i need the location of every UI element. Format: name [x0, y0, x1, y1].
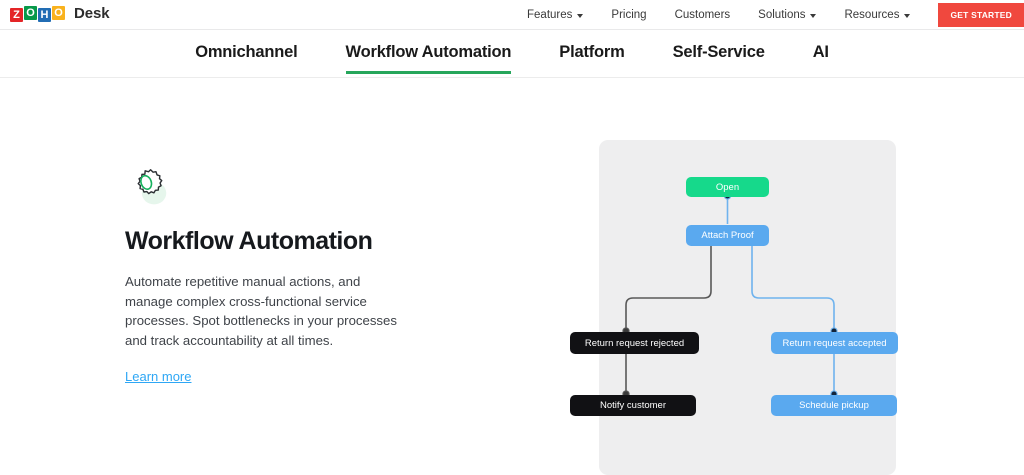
chevron-down-icon — [904, 14, 911, 18]
workflow-node-notify-customer[interactable]: Notify customer — [570, 395, 696, 416]
top-nav-items: Features Pricing Customers Solutions Res… — [527, 0, 1024, 30]
workflow-node-return-request-rejected[interactable]: Return request rejected — [570, 332, 699, 354]
workflow-node-attach-proof[interactable]: Attach Proof — [686, 225, 769, 246]
nav-item-resources-label: Resources — [844, 9, 900, 21]
top-navigation-bar: Z O H O Desk Features Pricing Customers … — [0, 0, 1024, 30]
nav-item-solutions[interactable]: Solutions — [758, 9, 817, 21]
nav-item-customers[interactable]: Customers — [675, 9, 731, 21]
nav-item-features[interactable]: Features — [527, 9, 584, 21]
chevron-down-icon — [577, 14, 584, 18]
nav-item-pricing[interactable]: Pricing — [611, 9, 646, 21]
nav-item-features-label: Features — [527, 9, 573, 21]
hero-description: Automate repetitive manual actions, and … — [125, 274, 397, 348]
tab-self-service[interactable]: Self-Service — [672, 43, 765, 61]
learn-more-link[interactable]: Learn more — [125, 369, 192, 384]
tab-omnichannel[interactable]: Omnichannel — [195, 43, 298, 61]
zoho-logo-icon: Z O H O — [10, 4, 65, 22]
brand-logo[interactable]: Z O H O Desk — [10, 4, 110, 22]
chevron-down-icon — [810, 14, 817, 18]
logo-letter-o2: O — [52, 6, 65, 20]
tab-platform[interactable]: Platform — [559, 43, 625, 61]
nav-item-customers-label: Customers — [674, 9, 731, 21]
workflow-node-schedule-pickup[interactable]: Schedule pickup — [771, 395, 897, 416]
logo-letter-h: H — [38, 8, 51, 22]
logo-letter-o1: O — [24, 6, 37, 20]
nav-item-solutions-label: Solutions — [758, 9, 806, 21]
get-started-button[interactable]: GET STARTED — [938, 3, 1024, 27]
logo-letter-z: Z — [10, 8, 23, 22]
page-title: Workflow Automation — [125, 227, 373, 255]
product-name: Desk — [74, 4, 110, 22]
feature-tab-strip: Omnichannel Workflow Automation Platform… — [0, 30, 1024, 78]
nav-item-pricing-label: Pricing — [611, 9, 647, 21]
nav-item-resources[interactable]: Resources — [844, 9, 911, 21]
tab-ai[interactable]: AI — [812, 43, 829, 61]
workflow-node-open[interactable]: Open — [686, 177, 769, 197]
tab-workflow-automation[interactable]: Workflow Automation — [345, 43, 511, 74]
hero-section: Workflow Automation Automate repetitive … — [125, 165, 425, 386]
workflow-node-return-request-accepted[interactable]: Return request accepted — [771, 332, 898, 354]
gear-icon — [125, 165, 170, 210]
